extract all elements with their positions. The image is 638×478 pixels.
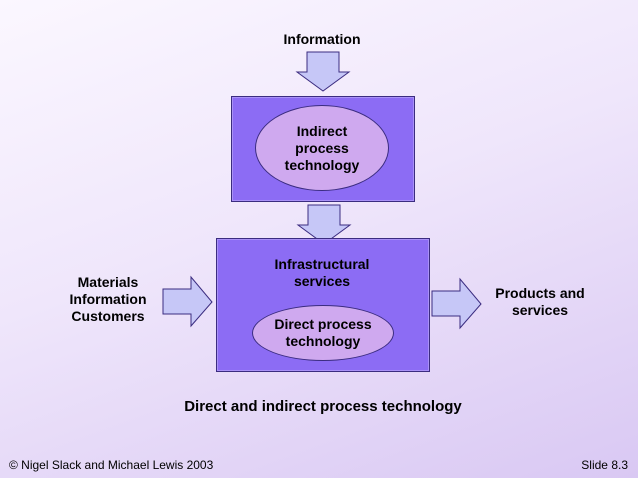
left-input-materials: Materials	[77, 274, 139, 290]
outputs-label: Products and services	[484, 285, 596, 319]
left-input-customers: Customers	[71, 308, 145, 324]
footer-slide-number: Slide 8.3	[581, 458, 628, 472]
indirect-process-ellipse: Indirect process technology	[255, 105, 389, 191]
diagram-caption: Direct and indirect process technology	[184, 398, 462, 415]
indirect-line-3: technology	[284, 156, 360, 173]
left-input-information: Information	[69, 291, 147, 307]
output-line-2: services	[511, 302, 569, 318]
footer-copyright: © Nigel Slack and Michael Lewis 2003	[9, 458, 214, 472]
down-arrow-information	[295, 51, 351, 92]
indirect-line-1: Indirect	[296, 122, 348, 139]
right-arrow-inputs	[162, 275, 213, 328]
left-inputs-label: Materials Information Customers	[50, 274, 166, 325]
infrastructural-line-2: services	[293, 273, 351, 289]
down-arrow-indirect-to-direct	[296, 204, 352, 245]
infrastructural-line-1: Infrastructural	[274, 256, 370, 272]
top-input-label: Information	[283, 31, 361, 47]
right-arrow-outputs	[431, 277, 482, 330]
infrastructural-services-label: Infrastructural services	[252, 256, 392, 290]
direct-process-ellipse: Direct process technology	[252, 305, 394, 361]
direct-line-2: technology	[285, 333, 361, 349]
direct-line-1: Direct process	[274, 316, 372, 332]
output-line-1: Products and	[495, 285, 585, 301]
indirect-line-2: process	[295, 139, 349, 156]
